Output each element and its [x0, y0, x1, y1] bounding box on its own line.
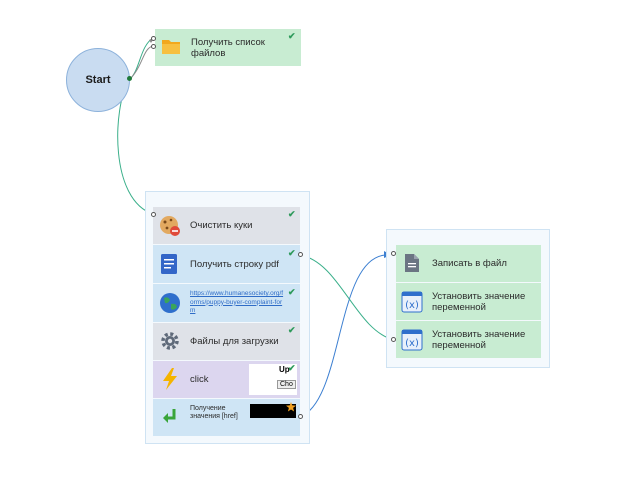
get-files-block[interactable]: Получить список файлов ✔: [155, 29, 301, 66]
get-pdf-string-label: Получить строку pdf: [190, 259, 279, 270]
click-block[interactable]: click Up Cho ✔: [153, 361, 300, 398]
start-output-port[interactable]: [127, 76, 132, 81]
navigate-url-block[interactable]: https://www.humanesociety.org/forms/pupp…: [153, 284, 300, 322]
get-value-element-preview: [250, 404, 296, 418]
variable-icon: (x): [401, 329, 423, 351]
write-file-input-port[interactable]: [391, 251, 396, 256]
svg-text:(x): (x): [405, 338, 419, 349]
get-pdf-string-block[interactable]: Получить строку pdf ✔: [153, 245, 300, 283]
start-node[interactable]: Start: [66, 48, 130, 112]
check-icon: ✔: [288, 287, 296, 297]
set-variable-output-port[interactable]: [391, 337, 396, 342]
get-value-block[interactable]: Получение значения [href]: [153, 399, 300, 436]
clear-cookies-input-port[interactable]: [151, 212, 156, 217]
svg-text:(x): (x): [405, 300, 419, 311]
start-label: Start: [85, 74, 111, 86]
return-arrow-icon: [163, 409, 176, 423]
get-value-output-port[interactable]: [298, 414, 303, 419]
set-variable-block-1[interactable]: (x) Установить значение переменной: [396, 283, 541, 320]
upload-files-label: Файлы для загрузки: [190, 336, 279, 347]
get-value-label: Получение значения [href]: [190, 405, 238, 420]
file-icon: [405, 254, 419, 272]
check-icon: ✔: [288, 363, 296, 373]
url-link[interactable]: https://www.humanesociety.org/forms/pupp…: [190, 290, 284, 314]
write-file-label: Записать в файл: [432, 258, 507, 269]
lightning-icon: [163, 368, 177, 390]
globe-icon: [160, 293, 180, 313]
preview-button-choose: Cho: [277, 380, 296, 389]
write-file-block[interactable]: Записать в файл: [396, 245, 541, 282]
get-pdf-string-output-port[interactable]: [298, 252, 303, 257]
folder-icon: [162, 40, 180, 54]
check-icon: ✔: [288, 31, 296, 41]
check-icon: ✔: [288, 248, 296, 258]
link-get-value-to-write-file: [299, 254, 391, 418]
get-files-input-port[interactable]: [151, 36, 156, 41]
check-icon: ✔: [288, 325, 296, 335]
check-icon: ✔: [288, 209, 296, 219]
star-icon: [286, 402, 296, 412]
link-start-to-get-files-alt: [129, 45, 154, 80]
cookie-icon: [160, 216, 180, 236]
set-variable-label-2: Установить значение переменной: [432, 329, 526, 351]
clear-cookies-block[interactable]: Очистить куки ✔: [153, 207, 300, 244]
click-element-preview: Up Cho: [249, 364, 297, 395]
set-variable-block-2[interactable]: (x) Установить значение переменной: [396, 321, 541, 358]
gear-icon: [161, 332, 179, 350]
variable-icon: (x): [401, 291, 423, 313]
preview-text-upload: Up: [279, 365, 290, 374]
link-set-variable-to-get-pdf: [299, 254, 395, 341]
upload-files-block[interactable]: Файлы для загрузки ✔: [153, 323, 300, 360]
link-start-to-get-files: [129, 37, 154, 80]
get-files-label: Получить список файлов: [191, 37, 265, 59]
get-files-input-port-2[interactable]: [151, 44, 156, 49]
click-label: click: [190, 374, 209, 385]
set-variable-label-1: Установить значение переменной: [432, 291, 526, 313]
document-icon: [161, 254, 177, 274]
clear-cookies-label: Очистить куки: [190, 220, 253, 231]
